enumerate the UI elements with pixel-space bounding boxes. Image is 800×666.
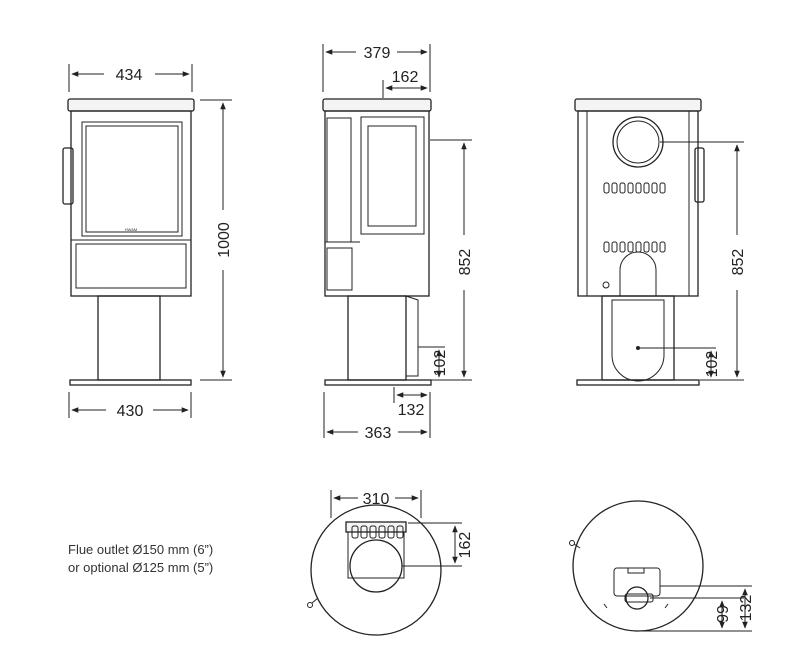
side-view: 379 162 852 102 132 363: [322, 44, 474, 442]
dim-side-flue-offset: 162: [392, 69, 419, 86]
dim-side-depth: 379: [364, 45, 391, 62]
dim-top-width: 310: [363, 491, 390, 508]
front-logo: HWAM: [125, 227, 138, 232]
dim-bottom-inlet-b: 132: [738, 595, 755, 622]
bottom-view: 99 132: [569, 500, 755, 632]
dim-bottom-inlet-a: 99: [715, 605, 732, 623]
rear-view: 852 102: [574, 98, 747, 386]
dim-side-flue-height: 852: [457, 249, 474, 276]
dim-rear-flue-height: 852: [730, 249, 747, 276]
dim-side-inlet-height: 102: [432, 350, 449, 377]
front-view: HWAM 434 1000 430: [62, 64, 233, 420]
flue-note-line2: or optional Ø125 mm (5”): [68, 560, 214, 575]
dim-rear-inlet-height: 102: [704, 351, 721, 378]
dim-side-base-depth: 363: [365, 425, 392, 442]
dim-front-height: 1000: [216, 222, 233, 258]
top-view: 310 162: [307, 490, 474, 636]
dim-front-width-base: 430: [117, 403, 144, 420]
flue-note-line1: Flue outlet Ø150 mm (6”): [68, 542, 214, 557]
dim-side-inlet-offset: 132: [398, 402, 425, 419]
flue-outlet-note: Flue outlet Ø150 mm (6”) or optional Ø12…: [68, 541, 213, 577]
dim-front-width-top: 434: [116, 67, 143, 84]
rear-vent-slots-lower: [603, 241, 666, 253]
rear-vent-slots-upper: [603, 182, 666, 194]
dim-top-flue-depth: 162: [457, 532, 474, 559]
